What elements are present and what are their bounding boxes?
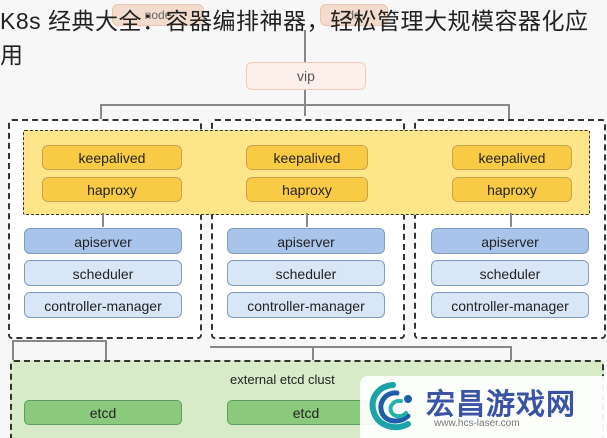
vip-label: vip	[297, 68, 315, 84]
etcd-left-node-drop	[105, 340, 107, 360]
etcd-middle-drop	[312, 346, 314, 360]
watermark-brand: 宏昌游戏网	[426, 389, 577, 421]
etcd-middle-horizontal	[210, 346, 510, 348]
etcd-node-1: etcd	[24, 400, 182, 425]
top-node-label-2: de	[347, 8, 361, 22]
haproxy-box-3: haproxy	[452, 177, 572, 202]
apiserver-box-1: apiserver	[24, 228, 182, 254]
watermark-url: www.hcs-laser.com	[434, 418, 520, 429]
controller-manager-box-1: controller-manager	[24, 292, 182, 318]
vip-left-drop	[100, 104, 102, 119]
top-vertical-connector	[304, 30, 306, 62]
apiserver-box-2: apiserver	[227, 228, 385, 254]
controller-manager-label-2: controller-manager	[247, 298, 365, 314]
master3-internal-connector	[510, 213, 512, 227]
scheduler-box-3: scheduler	[431, 260, 589, 286]
vip-right-drop	[508, 104, 510, 119]
haproxy-label-1: haproxy	[87, 182, 137, 198]
scheduler-box-2: scheduler	[227, 260, 385, 286]
page-title: K8s 经典大全：容器编排神器，轻松管理大规模容器化应用	[0, 8, 589, 68]
keepalived-box-3: keepalived	[452, 145, 572, 170]
scheduler-label-2: scheduler	[275, 266, 337, 282]
controller-manager-label-3: controller-manager	[451, 298, 569, 314]
etcd-node-2: etcd	[227, 400, 385, 425]
etcd-cluster-label: external etcd clust	[230, 372, 335, 387]
master1-internal-connector	[102, 213, 104, 227]
etcd-right-drop	[510, 346, 512, 360]
watermark-logo: 宏昌游戏网 www.hcs-laser.com	[360, 376, 607, 438]
master2-internal-connector	[306, 213, 308, 227]
keepalived-label-2: keepalived	[273, 150, 341, 166]
top-node-pill-1: node	[112, 4, 204, 26]
apiserver-box-3: apiserver	[431, 228, 589, 254]
scheduler-label-3: scheduler	[479, 266, 541, 282]
keepalived-box-2: keepalived	[246, 145, 368, 170]
apiserver-label-1: apiserver	[74, 234, 132, 250]
keepalived-label-1: keepalived	[78, 150, 146, 166]
haproxy-box-2: haproxy	[246, 177, 368, 202]
apiserver-label-3: apiserver	[481, 234, 539, 250]
top-node-label-1: node	[144, 8, 172, 22]
top-node-pill-2: de	[320, 4, 388, 26]
etcd-left-drop	[12, 340, 14, 360]
etcd-left-horizontal	[12, 340, 107, 342]
logo-swirl-icon	[369, 382, 412, 431]
scheduler-label-1: scheduler	[72, 266, 134, 282]
vip-vertical-connector	[304, 88, 306, 116]
haproxy-label-3: haproxy	[487, 182, 537, 198]
keepalived-box-1: keepalived	[42, 145, 182, 170]
controller-manager-box-2: controller-manager	[227, 292, 385, 318]
keepalived-label-3: keepalived	[478, 150, 546, 166]
etcd-node-label-1: etcd	[89, 405, 117, 421]
vip-box: vip	[246, 62, 366, 90]
scheduler-box-1: scheduler	[24, 260, 182, 286]
vip-horizontal-connector	[100, 104, 510, 106]
apiserver-label-2: apiserver	[277, 234, 335, 250]
haproxy-box-1: haproxy	[42, 177, 182, 202]
controller-manager-box-3: controller-manager	[431, 292, 589, 318]
haproxy-label-2: haproxy	[282, 182, 332, 198]
controller-manager-label-1: controller-manager	[44, 298, 162, 314]
etcd-node-label-2: etcd	[292, 405, 320, 421]
